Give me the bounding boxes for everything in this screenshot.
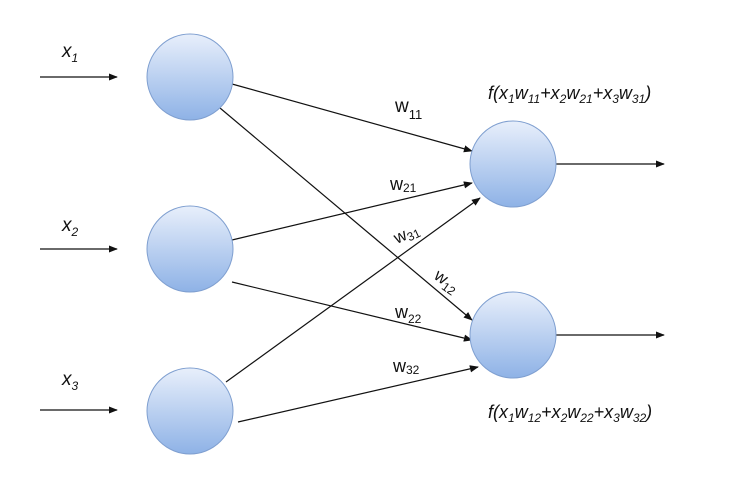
edge-w21	[231, 181, 473, 241]
input-node-2	[146, 205, 234, 293]
output-node-2	[469, 291, 557, 379]
edge-w32	[237, 365, 479, 423]
weight-label-w12: w12	[428, 265, 463, 298]
output-formula-2: f(x1w12+x2w22+x3w32)	[488, 402, 652, 425]
input-label-2: x2	[61, 215, 79, 239]
weight-label-w11: w11	[394, 96, 422, 122]
edge-w31	[225, 197, 481, 383]
output-node-1	[469, 120, 557, 208]
input-label-1: x1	[61, 41, 78, 65]
weight-label-w22: w22	[394, 302, 422, 326]
output-formula-1: f(x1w11+x2w21+x3w31)	[488, 83, 651, 106]
weight-label-w32: w32	[392, 356, 420, 377]
input-label-3: x3	[61, 369, 79, 393]
edge-w12	[219, 107, 473, 321]
weight-label-w31: w31	[390, 219, 423, 249]
edge-w22	[231, 281, 473, 342]
input-node-3	[146, 367, 234, 455]
edge-w11	[231, 83, 473, 153]
weight-label-w21: w21	[389, 174, 417, 195]
input-node-1	[146, 33, 234, 121]
